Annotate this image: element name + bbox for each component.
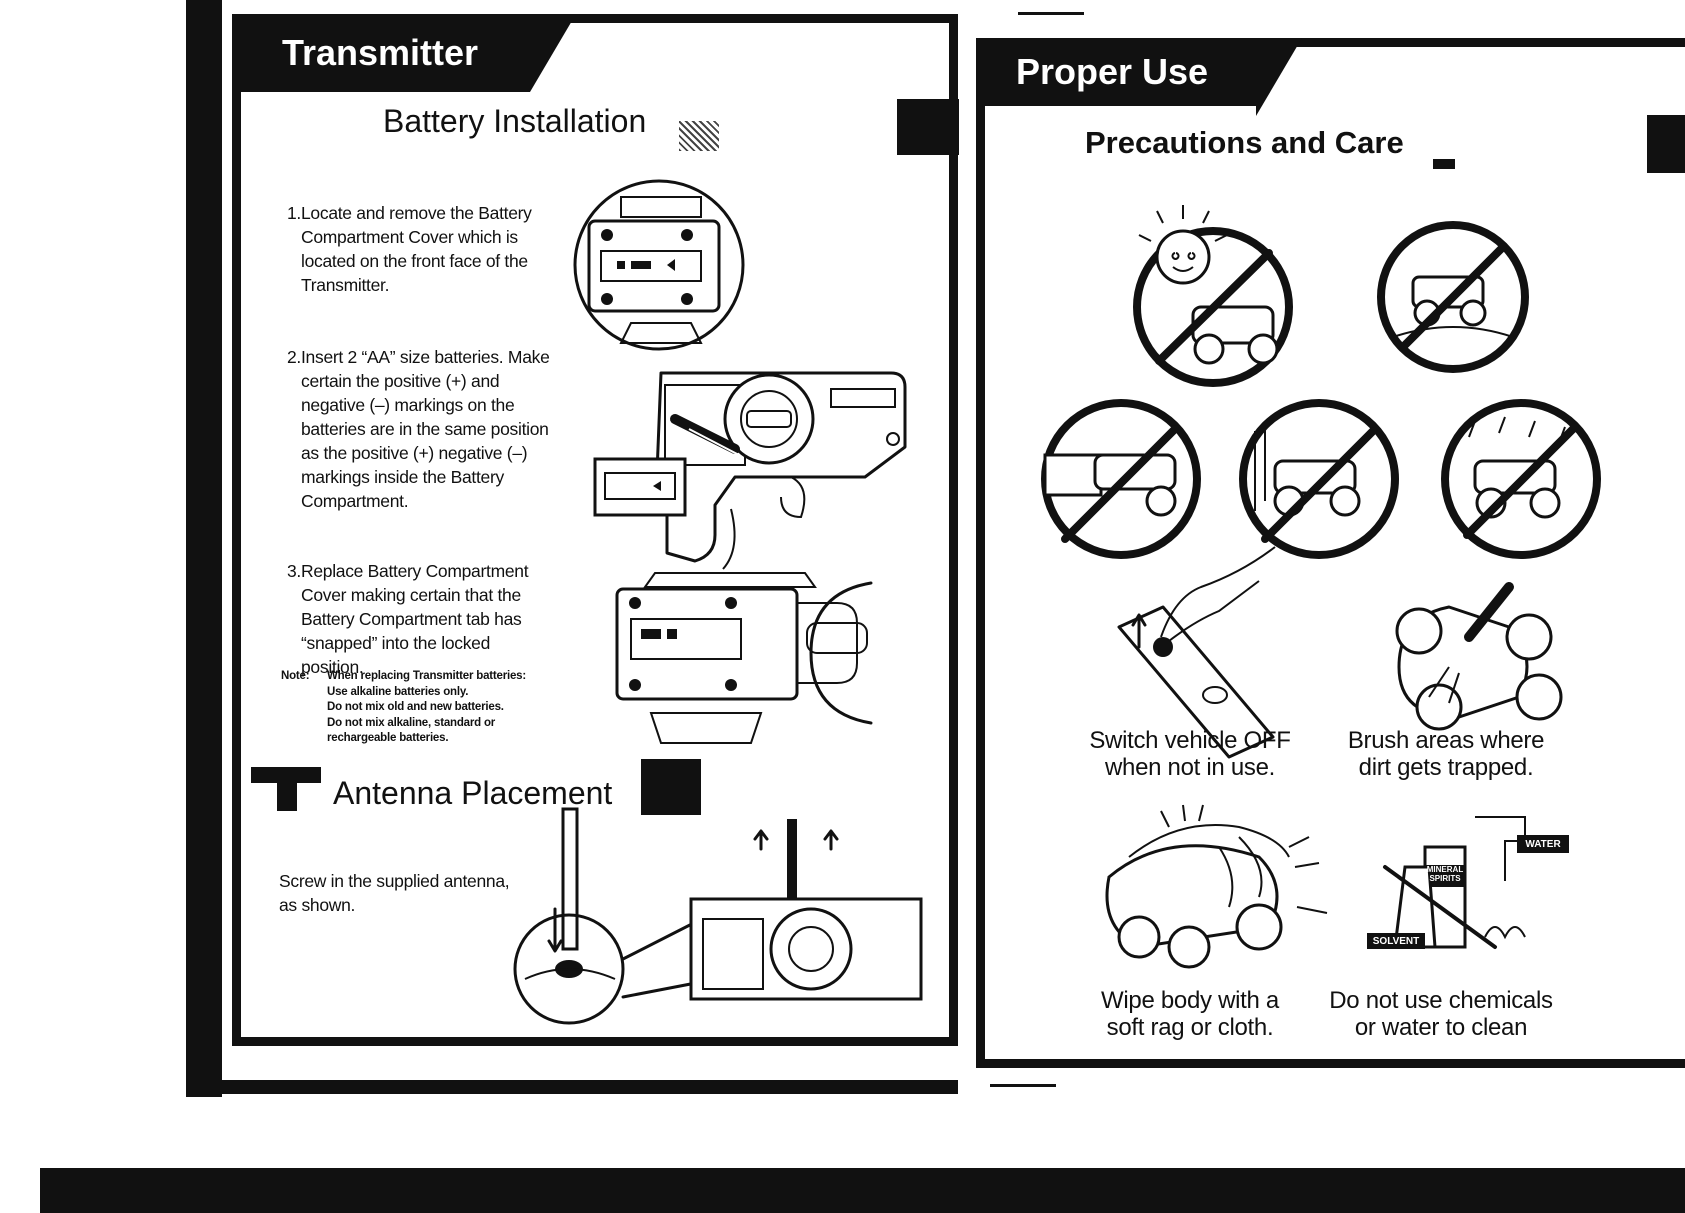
scan-rule [186,1080,958,1094]
note-label: Note: [281,670,310,682]
scan-noise [679,121,719,151]
antenna-text: Screw in the supplied antenna, as shown. [279,871,510,915]
cover-snapped-illustration [615,572,873,744]
caption-line: when not in use. [1105,754,1275,781]
transmitter-batteries-illustration [593,371,907,570]
battery-installation-heading: Battery Installation [383,103,647,139]
proper-use-tab: Proper Use [976,38,1302,116]
antenna-illustration [513,807,923,1025]
battery-cover-illustration [573,179,745,351]
scan-edge-gap [0,1168,40,1213]
step-text: Replace Battery Compartment Cover making… [301,561,529,677]
step-text: Insert 2 “AA” size batteries. Make certa… [301,347,550,511]
no-obstacles-no-grass-no-rain-icons [1041,399,1601,559]
wipe-icon [1105,804,1328,969]
label-line: MINERAL [1426,865,1464,874]
scan-edge-bottom [36,1168,1685,1213]
note-line: Do not mix old and new batteries. [327,701,504,713]
corner-block [897,99,959,155]
note-body: When replacing Transmitter batteries: Us… [327,669,526,747]
scan-mark [990,1084,1056,1087]
no-chemicals-icon [1367,816,1569,949]
wipe-caption: Wipe body with a soft rag or cloth. [1045,987,1335,1041]
step-text: Locate and remove the Battery Compartmen… [301,203,532,295]
mineral-spirits-label: MINERAL SPIRITS [1425,865,1465,883]
label-line: SPIRITS [1429,874,1461,883]
caption-line: Wipe body with a [1101,987,1279,1014]
switch-off-caption: Switch vehicle OFF when not in use. [1045,727,1335,781]
scan-noise [1433,159,1455,169]
no-sun-no-sand-icons [1133,205,1529,387]
caption-line: Do not use chemicals [1329,987,1553,1014]
brush-icon [1395,582,1563,731]
transmitter-tab: Transmitter [232,14,576,92]
brush-caption: Brush areas where dirt gets trapped. [1301,727,1591,781]
proper-use-panel: Proper Use Precautions and Care [976,38,1685,1068]
step-number: 2. [287,347,301,367]
water-label: WATER [1525,839,1561,850]
switch-off-icon [1117,546,1276,759]
step-number: 3. [287,561,301,581]
corner-block [1647,115,1685,173]
note-line: Do not mix alkaline, standard or [327,716,496,729]
caption-line: Switch vehicle OFF [1089,727,1291,754]
scan-mark [1018,12,1084,15]
scan-edge-left [186,0,222,1097]
antenna-placement-heading: Antenna Placement [333,775,613,811]
section-bar-stem [277,767,297,811]
note-line: When replacing Transmitter batteries: [327,670,527,682]
note-line: rechargeable batteries. [327,732,449,744]
caption-line: dirt gets trapped. [1358,754,1534,781]
caption-line: soft rag or cloth. [1106,1014,1274,1041]
transmitter-panel: Transmitter Battery Installation 1. Loca… [232,14,959,1046]
chemicals-caption: Do not use chemicals or water to clean [1291,987,1591,1041]
note-line: Use alkaline batteries only. [327,685,469,698]
caption-line: or water to clean [1354,1014,1528,1041]
precautions-heading: Precautions and Care [1085,125,1404,160]
solvent-label: SOLVENT [1372,936,1420,947]
step-number: 1. [287,203,301,223]
caption-line: Brush areas where [1347,727,1545,754]
corner-block [641,759,701,815]
